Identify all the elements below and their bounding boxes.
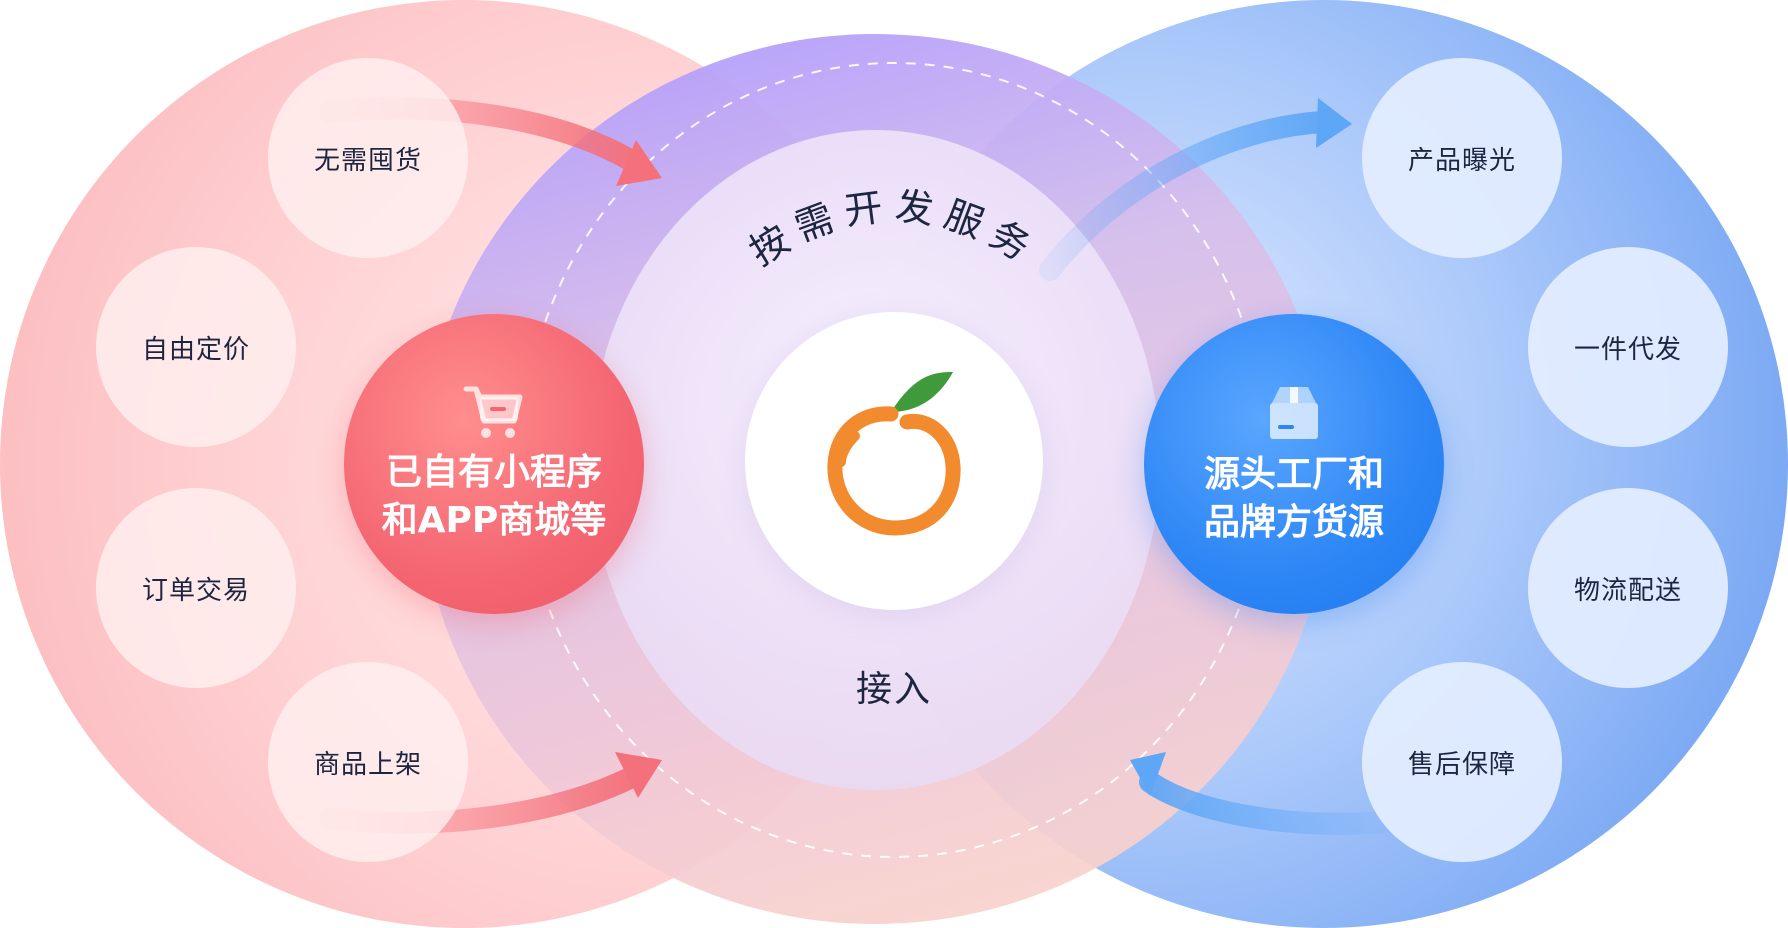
arrow-right-top <box>1039 111 1333 281</box>
left-hub-line2: 和APP商城等 <box>381 500 607 541</box>
arrow-left-top-head <box>616 140 662 186</box>
right-item-after-sales: 售后保障 <box>1362 662 1562 862</box>
right-item-label: 一件代发 <box>1573 334 1682 365</box>
left-item-free-pricing: 自由定价 <box>96 247 296 447</box>
left-item-label: 自由定价 <box>141 334 250 365</box>
right-hub-line2: 品牌方货源 <box>1203 502 1384 543</box>
left-item-order-trading: 订单交易 <box>96 488 296 688</box>
right-hub-circle: 源头工厂和 品牌方货源 <box>1144 314 1444 614</box>
left-item-label: 订单交易 <box>141 575 250 606</box>
right-item-dropship: 一件代发 <box>1528 247 1728 447</box>
arrow-left-bottom-head <box>615 752 662 798</box>
left-hub-line1: 已自有小程序 <box>385 452 602 493</box>
right-item-logistics: 物流配送 <box>1528 488 1728 688</box>
left-item-no-stock: 无需囤货 <box>268 58 468 258</box>
arrow-right-top-head <box>1316 98 1352 148</box>
arrow-right-bottom-head <box>1130 752 1166 796</box>
right-item-exposure: 产品曝光 <box>1362 58 1562 258</box>
right-hub-line1: 源头工厂和 <box>1203 454 1384 495</box>
logo-circle <box>745 312 1043 610</box>
left-item-product-listing: 商品上架 <box>268 662 468 862</box>
left-hub-circle: 已自有小程序 和APP商城等 <box>344 314 644 614</box>
right-item-label: 售后保障 <box>1407 749 1516 780</box>
left-item-label: 无需囤货 <box>313 145 422 176</box>
right-item-label: 物流配送 <box>1573 575 1682 606</box>
connect-label: 接入 <box>855 669 932 710</box>
arrow-right-bottom <box>1139 771 1401 835</box>
orange-logo-icon <box>827 372 961 536</box>
shopping-cart-icon <box>463 386 523 438</box>
arc-label: 按需开发服务 <box>742 184 1046 274</box>
right-item-label: 产品曝光 <box>1407 145 1516 176</box>
package-box-icon <box>1270 387 1318 439</box>
left-item-label: 商品上架 <box>313 749 422 780</box>
